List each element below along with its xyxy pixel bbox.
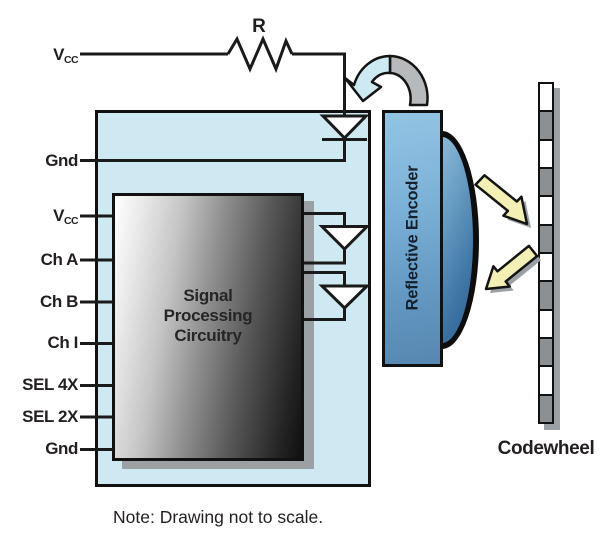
- codewheel: [538, 82, 554, 424]
- resistor-label: R: [252, 16, 266, 37]
- pin-label-vcc: VCC: [53, 206, 79, 227]
- resistor-icon: [226, 35, 294, 74]
- detector1-wire-out: [304, 212, 346, 227]
- reflective-encoder-label-wrap: Reflective Encoder: [382, 110, 443, 367]
- codewheel-segment: [540, 280, 552, 309]
- codewheel-segment: [540, 393, 552, 422]
- codewheel-segment: [540, 110, 552, 139]
- note-text: Note: Drawing not to scale.: [113, 507, 324, 527]
- rotation-arrow-icon: [343, 54, 429, 107]
- signal-processing-box: Signal Processing Circuitry: [112, 193, 304, 461]
- photodetector-icon: [318, 225, 371, 252]
- reflected-light-arrow-icon: [484, 244, 539, 291]
- rotation-arrow-tail: [388, 54, 429, 107]
- codewheel-label: Codewheel: [497, 438, 595, 459]
- emitted-light-arrow-icon: [474, 174, 529, 226]
- reflective-encoder-label: Reflective Encoder: [403, 165, 421, 311]
- signal-processing-label-line2: Processing: [163, 306, 253, 325]
- photodetector-icon: [318, 284, 371, 311]
- resistor-to-led-wire: [292, 52, 346, 116]
- detector2-wire-out: [304, 271, 346, 287]
- pin-label-ch-b: Ch B: [39, 292, 78, 311]
- detector1-wire-return: [304, 248, 346, 265]
- rotation-arrow-head: [343, 54, 392, 103]
- reflective-encoder-box: [382, 110, 443, 367]
- codewheel-segment: [540, 223, 552, 252]
- signal-processing-label-line3: Circuitry: [174, 326, 242, 345]
- codewheel-segment: [540, 195, 552, 224]
- pin-label-sel-4x: SEL 4X: [22, 375, 78, 394]
- codewheel-segment: [540, 84, 552, 111]
- signal-processing-label-line1: Signal: [183, 286, 233, 305]
- codewheel-segment: [540, 336, 552, 366]
- codewheel-segment: [540, 365, 552, 394]
- pin-label-vcc-supply: VCC: [53, 45, 79, 66]
- codewheel-segment: [540, 251, 552, 281]
- led-diode-icon: [319, 114, 370, 141]
- pin-label-ch-i: Ch I: [47, 333, 78, 352]
- pin-label-ch-a: Ch A: [40, 250, 79, 269]
- pin-label-sel-2x: SEL 2X: [22, 407, 78, 426]
- pin-label-gnd-top: Gnd: [45, 151, 78, 170]
- detector2-wire-return: [304, 307, 346, 321]
- codewheel-segment: [540, 308, 552, 337]
- codewheel-segment: [540, 138, 552, 167]
- pin-label-gnd-bottom: Gnd: [45, 439, 78, 458]
- codewheel-segment: [540, 166, 552, 196]
